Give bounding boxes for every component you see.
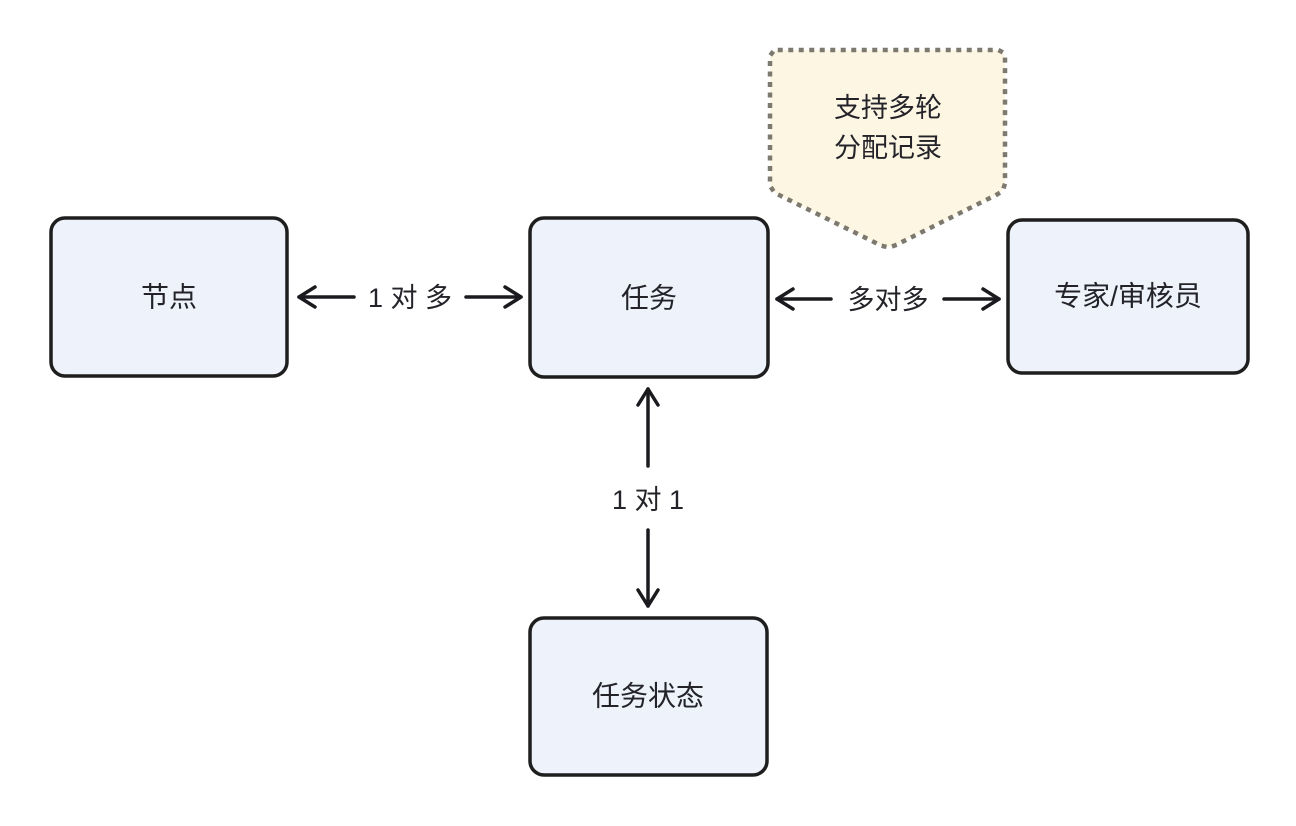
note-shape <box>767 47 1008 249</box>
entity-node: 节点 <box>49 216 289 378</box>
task-status-box <box>528 616 769 777</box>
entity-expert: 专家/审核员 <box>1006 218 1250 375</box>
task-status-box-label: 任务状态 <box>592 681 704 712</box>
relation-task-status: 1 对 1 <box>612 387 684 608</box>
relation-task-expert: 多对多 <box>775 285 1001 315</box>
node-box-label: 节点 <box>141 282 197 313</box>
relation-node-task-label: 1 对 多 <box>368 283 452 313</box>
note-text-line2: 分配记录 <box>834 133 942 163</box>
note-text-line1: 支持多轮 <box>834 93 942 123</box>
expert-box <box>1006 218 1250 375</box>
expert-box-label: 专家/审核员 <box>1054 281 1202 312</box>
relation-task-status-label: 1 对 1 <box>612 485 684 515</box>
task-box-label: 任务 <box>621 283 677 314</box>
note-callout: 支持多轮 分配记录 <box>767 47 1008 249</box>
relation-node-task: 1 对 多 <box>297 283 523 313</box>
relation-task-expert-label: 多对多 <box>848 285 929 315</box>
node-box <box>49 216 289 378</box>
task-box <box>528 216 770 379</box>
entity-task: 任务 <box>528 216 770 379</box>
entity-task-status: 任务状态 <box>528 616 769 777</box>
